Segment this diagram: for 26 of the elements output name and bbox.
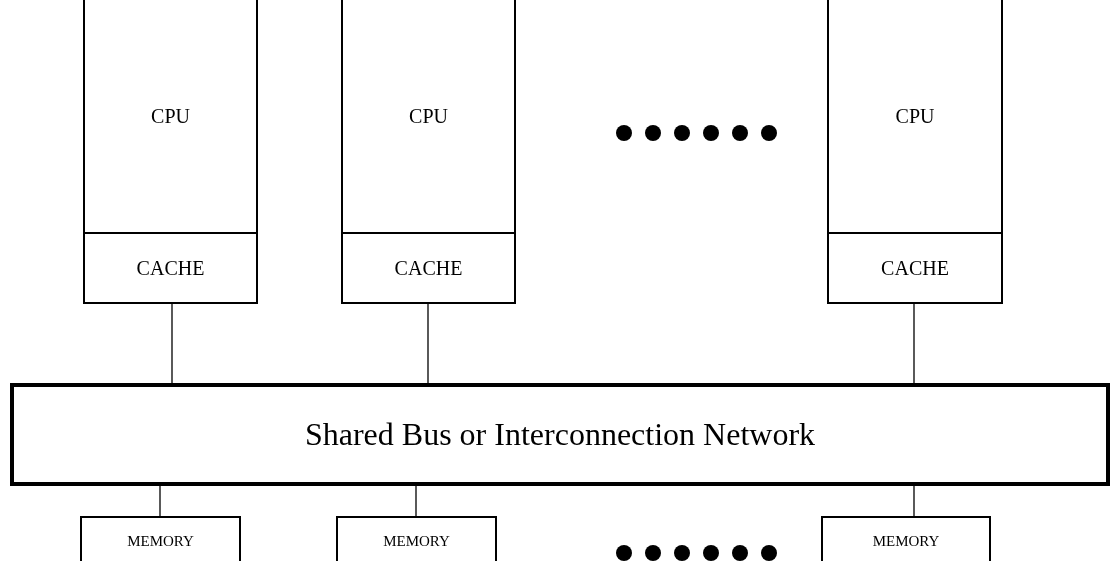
cpu-box (341, 0, 516, 234)
node-label: Shared Bus or Interconnection Network (304, 416, 816, 453)
connector-line (427, 303, 429, 384)
connector-line (415, 485, 417, 517)
node-label: MEMORY (383, 532, 450, 550)
cache-box (341, 232, 516, 304)
cache-box (827, 232, 1003, 304)
node-label: MEMORY (127, 532, 194, 550)
connector-line (913, 303, 915, 384)
memory-box (336, 516, 497, 561)
connector-line (159, 485, 161, 517)
node-label: CACHE (136, 256, 205, 280)
connector-line (913, 485, 915, 517)
node-label: CACHE (881, 256, 949, 280)
memory-box (821, 516, 991, 561)
cpu-box (827, 0, 1003, 234)
bus-box (10, 383, 1110, 486)
node-label: MEMORY (872, 532, 940, 550)
node-label: CACHE (394, 256, 463, 280)
cache-box (83, 232, 258, 304)
node-label: CPU (895, 104, 935, 128)
node-label: CPU (409, 104, 448, 128)
node-label: CPU (151, 104, 190, 128)
connector-line (171, 303, 173, 384)
memory-box (80, 516, 241, 561)
cpu-box (83, 0, 258, 234)
